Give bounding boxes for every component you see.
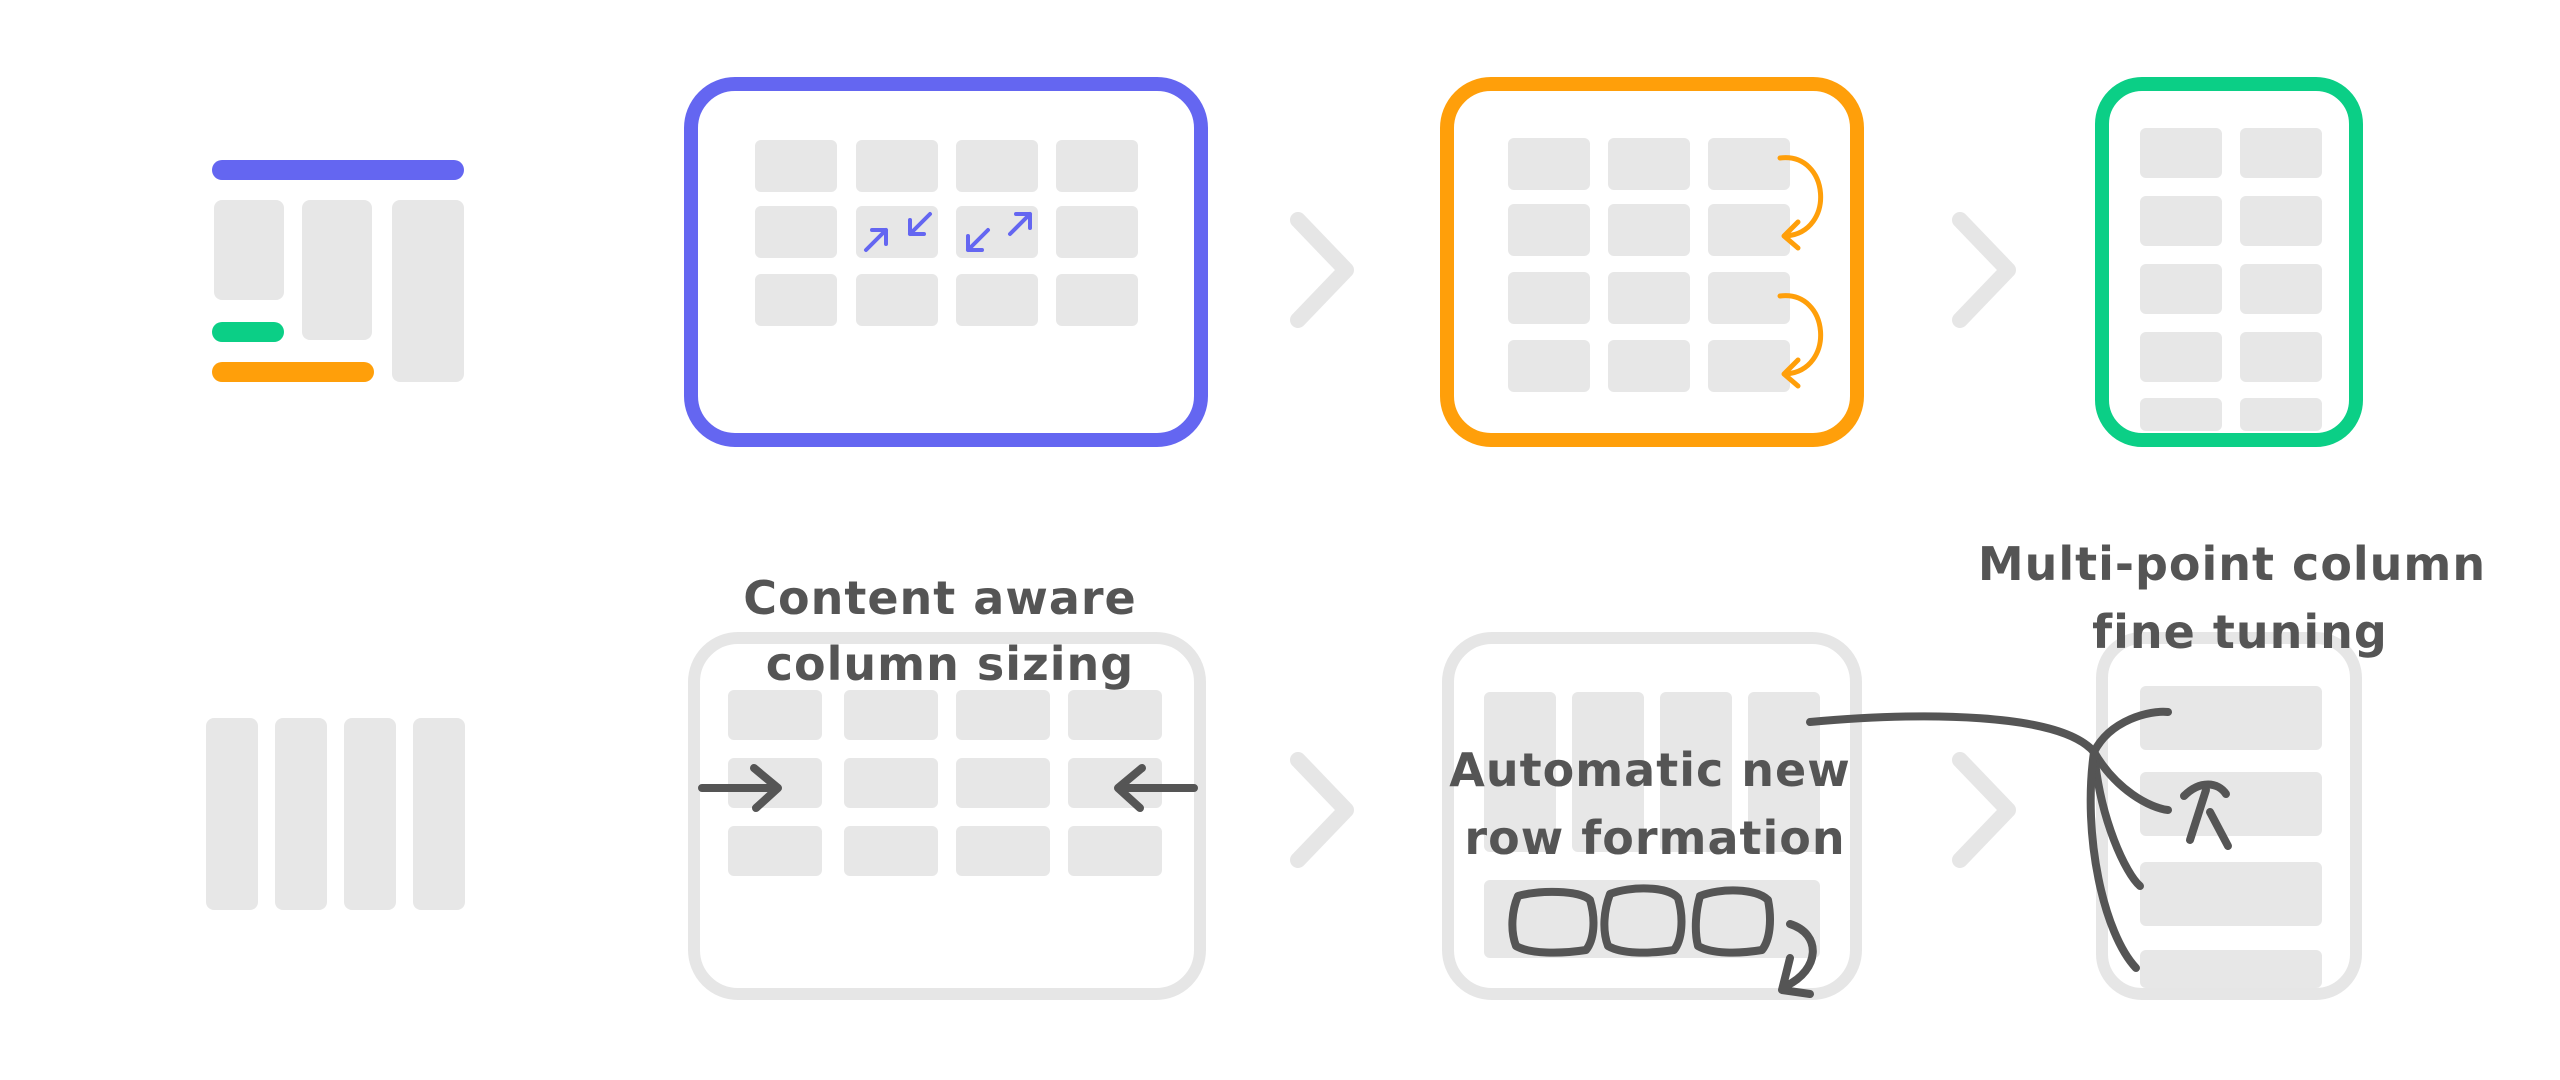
- label-content-aware-line1: Content aware: [743, 571, 1137, 625]
- chevron-right-icon: [1290, 212, 1354, 328]
- row-formation-frame: [1440, 77, 1864, 447]
- grid-cells: [2140, 128, 2322, 431]
- new-row-boxes-icon: [1508, 884, 1774, 957]
- row-formation-sketch-frame: Automatic new row formation: [1442, 632, 1862, 1000]
- chevron-right-icon: [1952, 212, 2016, 328]
- legend-layout-icon: [212, 160, 464, 382]
- content-aware-sketch-frame: Content aware column sizing: [688, 571, 1206, 1000]
- chevron-right-icon: [1952, 752, 2016, 868]
- inward-arrow-icon: [698, 764, 782, 812]
- shrink-arrows-icon: [864, 212, 932, 252]
- legend-orange-bar: [212, 362, 374, 382]
- label-automatic-line2: row formation: [1464, 811, 1845, 865]
- fine-tuning-curves-icon: [1806, 707, 2232, 972]
- expand-arrows-icon: [966, 212, 1032, 252]
- legend-purple-bar: [212, 160, 464, 180]
- fine-tuning-frame: [2095, 77, 2363, 447]
- content-aware-frame: [684, 77, 1208, 447]
- grid-cells: [728, 690, 1162, 876]
- label-automatic-line1: Automatic new: [1449, 743, 1850, 797]
- fine-tuning-sketch-frame: Multi-point column fine tuning: [1806, 537, 2486, 1000]
- inward-arrow-icon: [1114, 764, 1198, 812]
- curved-wrap-arrow-icon: [1777, 155, 1823, 251]
- label-multipoint-line2: fine tuning: [2092, 605, 2388, 659]
- row-bars: [2140, 686, 2322, 988]
- grid-cells: [1508, 138, 1790, 392]
- curved-wrap-arrow-icon: [1777, 293, 1823, 389]
- chevron-right-icon: [1290, 752, 1354, 868]
- columns-icon: [206, 718, 465, 910]
- label-content-aware-line2: column sizing: [766, 637, 1134, 691]
- curved-wrap-arrow-icon: [1778, 920, 1817, 998]
- legend-green-bar: [212, 322, 284, 342]
- legend-cell: [302, 200, 372, 340]
- grid-cells: [755, 140, 1138, 326]
- column-bars: [1484, 692, 1820, 958]
- label-multipoint-line1: Multi-point column: [1978, 537, 2486, 591]
- legend-cell: [214, 200, 284, 300]
- legend-cell: [392, 200, 464, 382]
